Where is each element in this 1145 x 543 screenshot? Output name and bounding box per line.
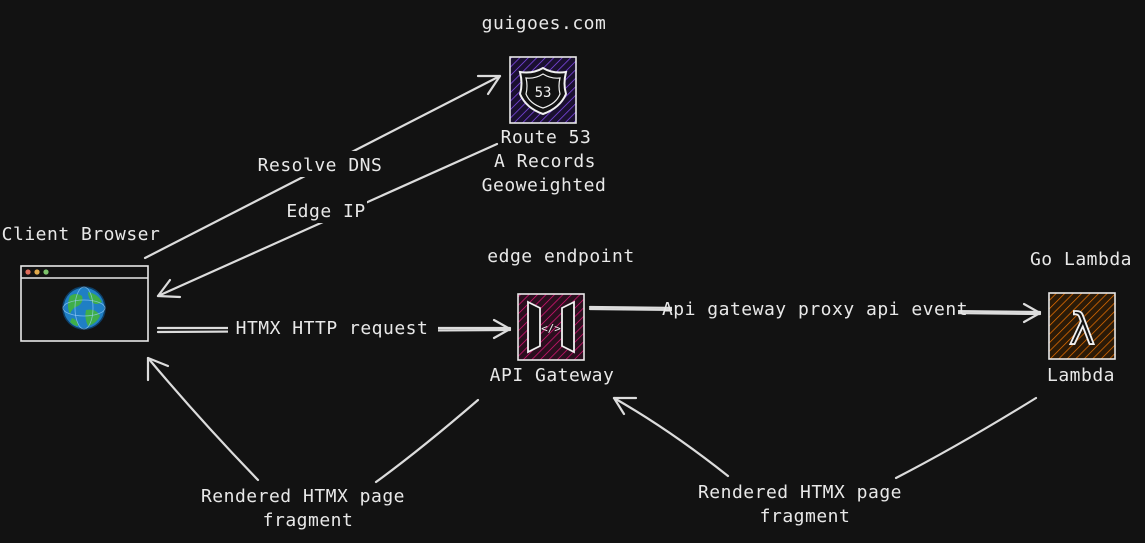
edge-label-resolve-dns: Resolve DNS	[258, 155, 383, 176]
edge-label-rendered-right-line2: fragment	[760, 506, 851, 527]
edge-rendered-right: Rendered HTMX page fragment	[612, 396, 1038, 527]
route53-icon-text: 53	[535, 85, 552, 101]
api-gateway-title: edge endpoint	[487, 246, 634, 267]
node-api-gateway: edge endpoint </> API Gateway	[487, 246, 634, 386]
route53-label-line1: Route 53	[501, 127, 592, 148]
edge-proxy-event: Api gateway proxy api event	[588, 296, 1042, 324]
lambda-title: Go Lambda	[1030, 249, 1132, 270]
edge-label-rendered-left-line1: Rendered HTMX page	[201, 486, 405, 507]
browser-dot-yellow	[34, 269, 40, 275]
route53-label-line3: Geoweighted	[482, 175, 607, 196]
route53-shield-icon: 53	[509, 56, 577, 124]
api-gateway-icon-text: </>	[541, 322, 561, 335]
node-lambda: Go Lambda λ Lambda	[1030, 249, 1132, 386]
edge-htmx-request: HTMX HTTP request	[156, 316, 512, 342]
route53-label-line2: A Records	[494, 151, 596, 172]
edge-label-edge-ip: Edge IP	[286, 201, 365, 222]
edge-rendered-left: Rendered HTMX page fragment	[146, 356, 480, 531]
browser-title: Client Browser	[2, 224, 161, 245]
browser-dot-green	[43, 269, 49, 275]
edge-label-rendered-left-line2: fragment	[263, 510, 354, 531]
edge-resolve-dns: Resolve DNS	[143, 74, 502, 260]
route53-title: guigoes.com	[482, 13, 607, 34]
edge-label-proxy-event: Api gateway proxy api event	[662, 299, 968, 320]
browser-dot-red	[25, 269, 31, 275]
node-route53: guigoes.com 53 Route 53 A Records Geowei…	[482, 13, 607, 196]
lambda-icon: λ	[1048, 292, 1116, 360]
browser-window-icon	[20, 265, 149, 342]
globe-icon	[62, 286, 106, 330]
lambda-label: Lambda	[1047, 365, 1115, 386]
edge-label-htmx-request: HTMX HTTP request	[236, 318, 429, 339]
edge-edge-ip: Edge IP	[156, 142, 499, 299]
lambda-icon-text: λ	[1069, 304, 1095, 355]
edge-label-rendered-right-line1: Rendered HTMX page	[698, 482, 902, 503]
node-browser: Client Browser	[2, 224, 161, 342]
api-gateway-label: API Gateway	[490, 365, 615, 386]
api-gateway-icon: </>	[517, 293, 585, 361]
